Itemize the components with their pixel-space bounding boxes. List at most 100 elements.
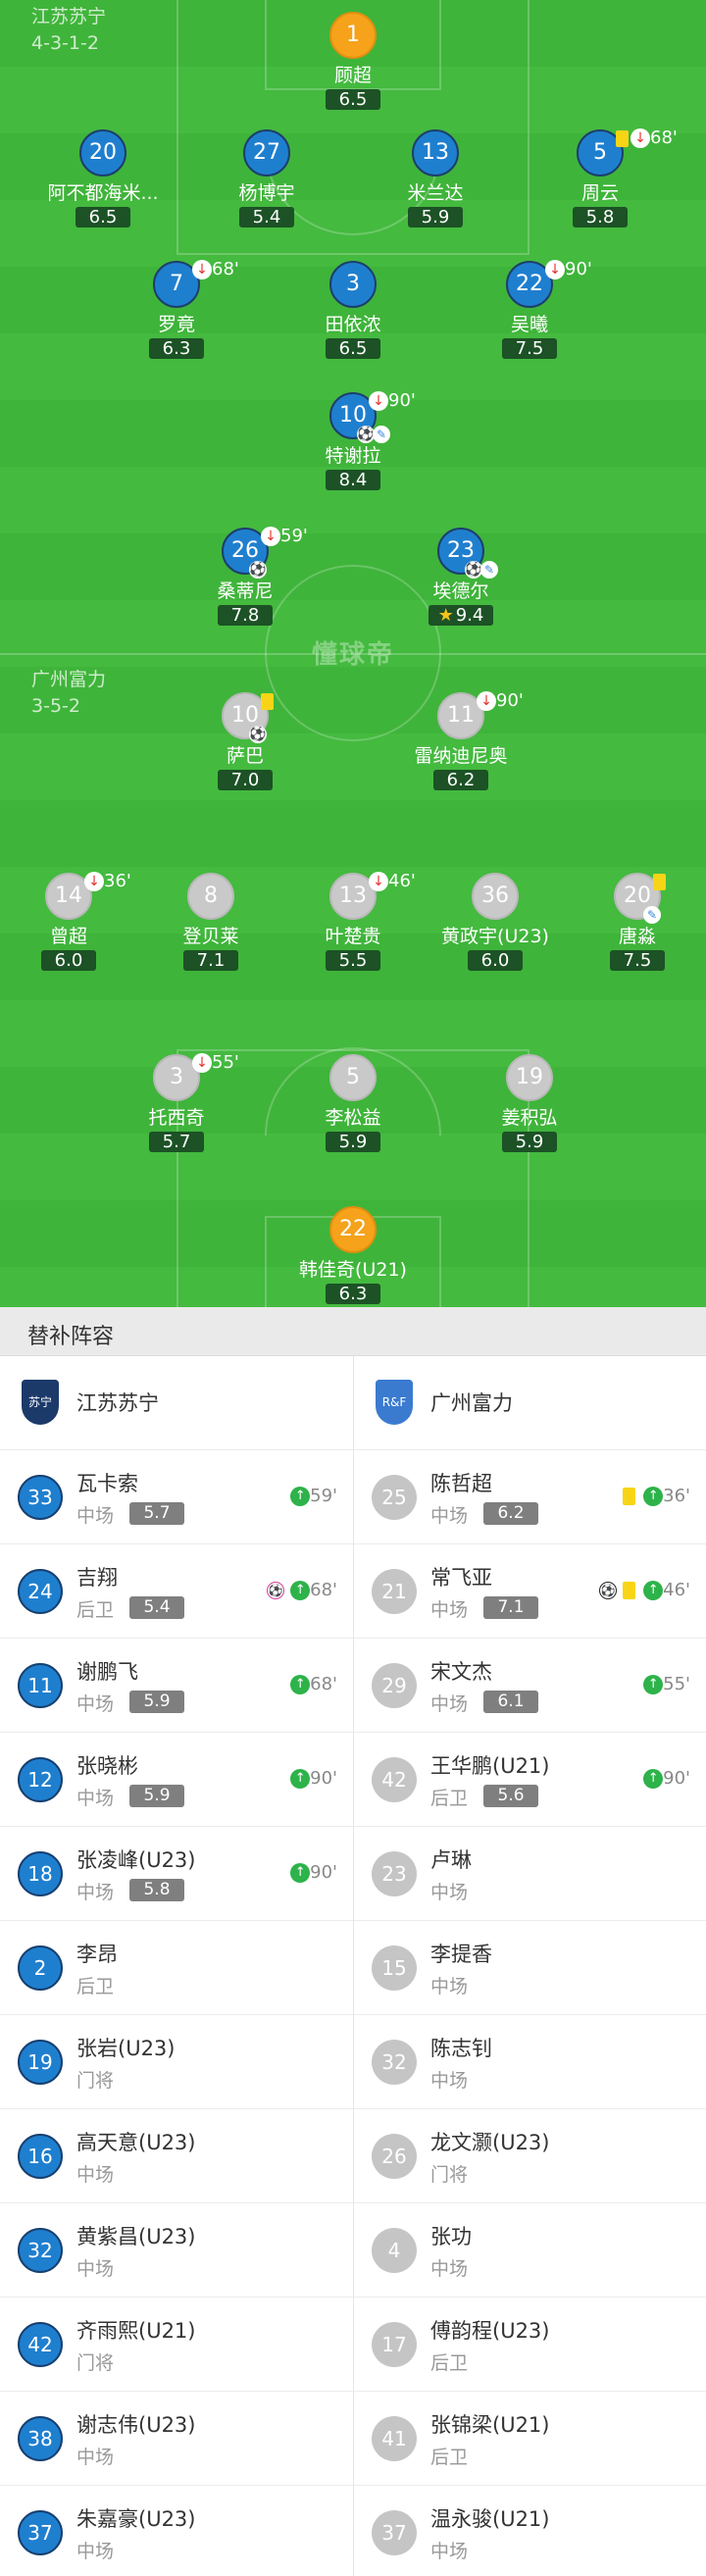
player-events: ↓46' bbox=[369, 871, 416, 892]
sub-number: 26 bbox=[372, 2134, 417, 2179]
sub-name: 王华鹏(U21) bbox=[430, 1754, 550, 1778]
pitch-player[interactable]: 23⚽✎埃德尔9.4 bbox=[363, 528, 559, 626]
sub-position: 中场 bbox=[430, 1976, 469, 1997]
sub-in-icon: ↑ bbox=[643, 1581, 664, 1600]
home-subs-team[interactable]: 苏宁 江苏苏宁 bbox=[0, 1356, 353, 1450]
sub-events: ↑90' bbox=[290, 1768, 337, 1789]
sub-name: 黄紫昌(U23) bbox=[76, 2225, 196, 2248]
home-team-logo: 苏宁 bbox=[22, 1380, 59, 1425]
sub-events: ↑55' bbox=[643, 1674, 690, 1694]
goal-icon: ⚽ bbox=[465, 561, 482, 579]
sub-position: 门将 bbox=[76, 2070, 115, 2092]
player-rating: 7.5 bbox=[502, 338, 557, 359]
home-team-label: 江苏苏宁 4-3-1-2 bbox=[31, 4, 106, 57]
sub-rating: 5.7 bbox=[129, 1502, 184, 1525]
sub-number: 38 bbox=[18, 2416, 63, 2461]
player-rating: 7.8 bbox=[218, 605, 273, 626]
player-name: 韩佳奇(U21) bbox=[299, 1259, 407, 1281]
sub-number: 23 bbox=[372, 1851, 417, 1896]
player-number: 26↓59'⚽ bbox=[222, 526, 308, 579]
sub-number: 32 bbox=[372, 2040, 417, 2085]
away-subs-team-name: 广州富力 bbox=[430, 1391, 513, 1415]
sub-position: 中场 bbox=[430, 1882, 469, 1903]
sub-events: ⚽↑46' bbox=[599, 1580, 690, 1600]
player-rating: 6.2 bbox=[433, 770, 488, 790]
sub-position: 后卫 bbox=[430, 2447, 469, 2468]
sub-in-minute: 68' bbox=[310, 1674, 337, 1694]
player-number: 23⚽✎ bbox=[437, 528, 498, 579]
player-rating: 6.5 bbox=[326, 89, 380, 110]
player-name: 萨巴 bbox=[226, 745, 264, 767]
yellow-card-icon bbox=[261, 692, 274, 710]
player-name: 李松益 bbox=[325, 1107, 381, 1129]
player-name: 罗竟 bbox=[157, 314, 195, 335]
subs-title: 替补阵容 bbox=[27, 1325, 115, 1349]
sub-in-minute: 46' bbox=[663, 1580, 690, 1600]
sub-in-icon: ↑ bbox=[290, 1863, 311, 1883]
sub-number: 19 bbox=[18, 2040, 63, 2085]
sub-in-icon: ↑ bbox=[290, 1769, 311, 1789]
sub-out-minute: 55' bbox=[212, 1052, 239, 1073]
sub-number: 24 bbox=[18, 1569, 63, 1614]
goal-icon: ⚽ bbox=[357, 426, 375, 443]
sub-position: 后卫 bbox=[76, 1976, 115, 1997]
sub-number: 12 bbox=[18, 1757, 63, 1802]
player-name: 吴曦 bbox=[510, 314, 548, 335]
player-number: 19 bbox=[506, 1054, 553, 1101]
sub-number: 41 bbox=[372, 2416, 417, 2461]
sub-number: 37 bbox=[18, 2510, 63, 2555]
sub-position: 中场 bbox=[76, 2258, 115, 2280]
sub-rating: 6.2 bbox=[483, 1502, 538, 1525]
player-name: 唐淼 bbox=[618, 926, 656, 947]
sub-events: ↑36' bbox=[623, 1486, 690, 1506]
sub-position: 门将 bbox=[430, 2164, 469, 2186]
away-subs-team[interactable]: R&F 广州富力 bbox=[354, 1356, 706, 1450]
